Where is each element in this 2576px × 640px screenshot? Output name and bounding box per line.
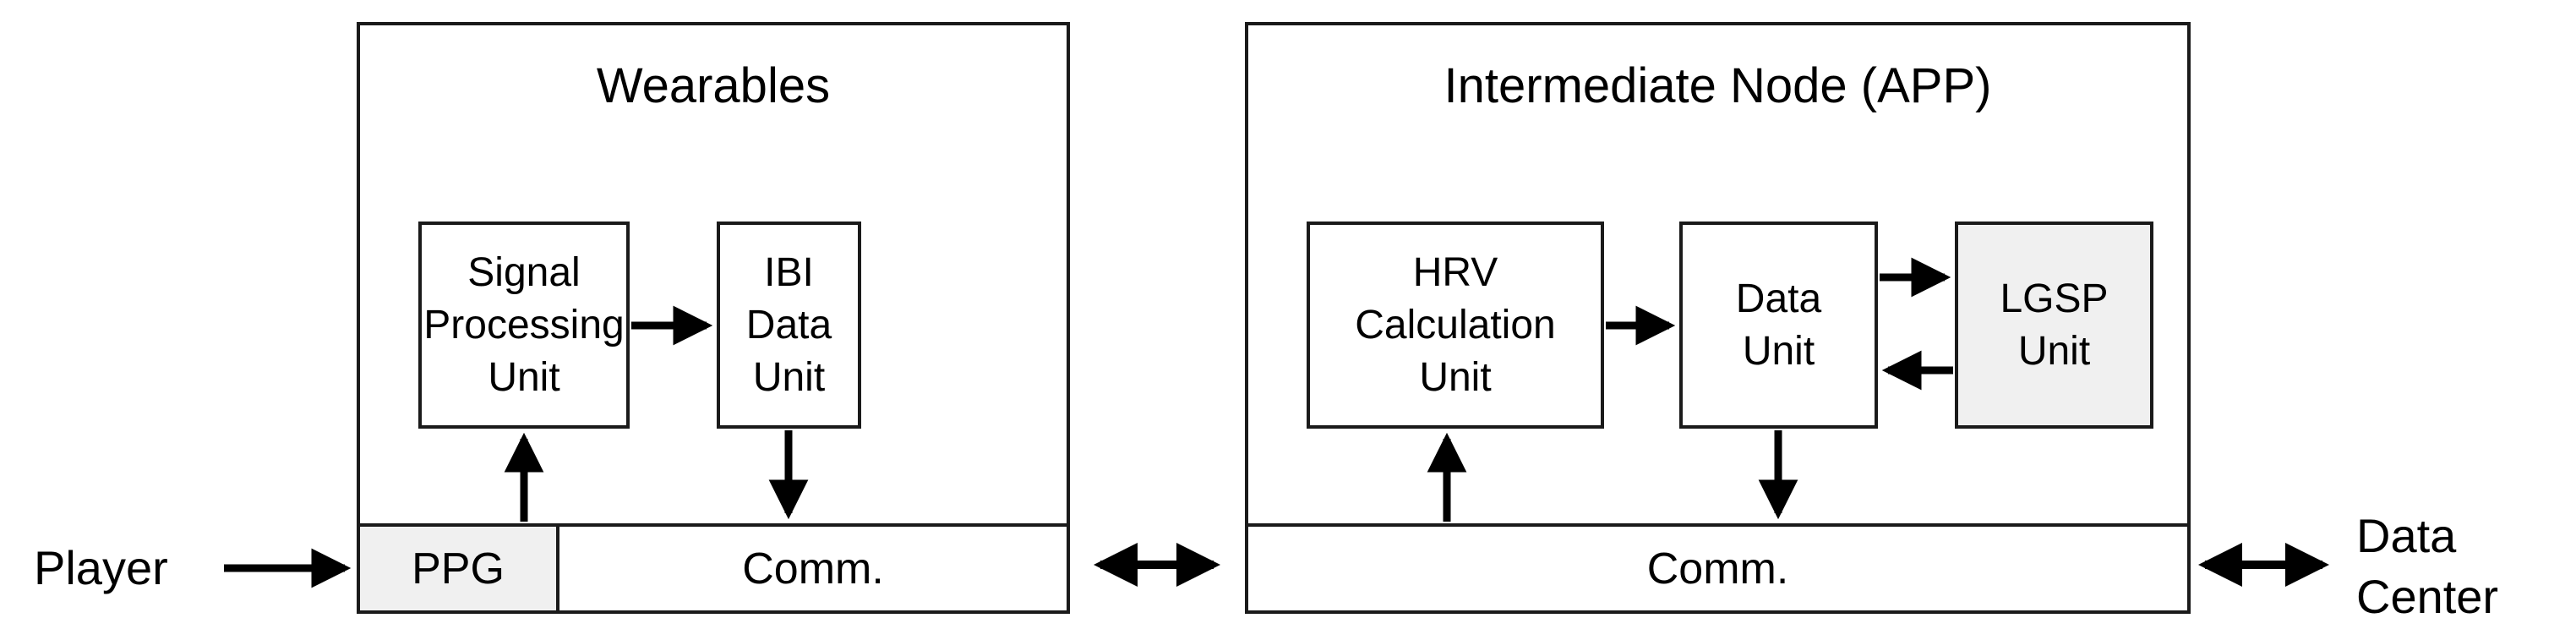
- unit-line: Calculation: [1355, 302, 1556, 347]
- unit-line: IBI: [764, 249, 814, 295]
- unit-hrv-calculation-unit[interactable]: HRV Calculation Unit: [1307, 222, 1604, 429]
- bar-ppg-label: PPG: [412, 544, 505, 594]
- unit-line: Data: [1735, 276, 1822, 321]
- label-data-center-line2: Center: [2356, 570, 2499, 623]
- unit-line: Unit: [488, 354, 560, 400]
- unit-line: Data: [745, 302, 832, 347]
- unit-line: Signal: [467, 249, 581, 295]
- unit-line: LGSP: [2000, 276, 2109, 321]
- bar-comm-wearables-label: Comm.: [742, 544, 884, 594]
- unit-line: Unit: [2017, 328, 2091, 374]
- bar-comm-intermediate[interactable]: Comm.: [1245, 523, 2191, 614]
- unit-signal-processing-unit[interactable]: Signal Processing Unit: [418, 222, 630, 429]
- unit-line: Processing: [423, 302, 625, 347]
- label-data-center: Data Center: [2356, 506, 2568, 627]
- bar-comm-intermediate-label: Comm.: [1646, 544, 1789, 594]
- panel-wearables-title: Wearables: [596, 58, 831, 113]
- bar-ppg[interactable]: PPG: [357, 523, 559, 614]
- unit-lgsp-unit[interactable]: LGSP Unit: [1955, 222, 2153, 429]
- unit-ibi-data-unit[interactable]: IBI Data Unit: [717, 222, 861, 429]
- unit-line: Unit: [1742, 328, 1815, 374]
- unit-line: Unit: [752, 354, 826, 400]
- label-player: Player: [34, 541, 168, 594]
- label-data-center-line1: Data: [2356, 509, 2457, 562]
- unit-line: Unit: [1419, 354, 1492, 400]
- panel-intermediate-node-title: Intermediate Node (APP): [1444, 58, 1992, 113]
- unit-data-unit[interactable]: Data Unit: [1679, 222, 1878, 429]
- bar-comm-wearables[interactable]: Comm.: [556, 523, 1070, 614]
- unit-line: HRV: [1412, 249, 1498, 295]
